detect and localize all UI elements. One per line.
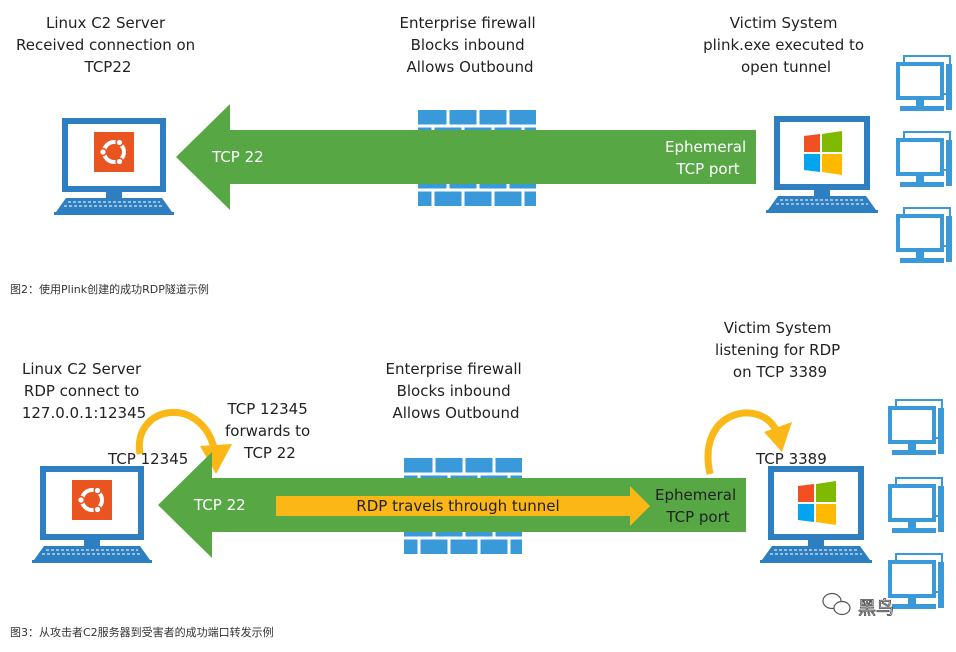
fig1-firewall-label-line: Enterprise firewall [399,14,535,32]
fig2-firewall-label-line: Allows Outbound [392,404,519,422]
watermark: 黑鸟 [822,592,894,619]
fig1-victim-label-line: plink.exe executed to [703,36,864,54]
fig2-victim-label: Victim System listening for RDP on TCP 3… [715,319,845,381]
fig2-firewall-label-line: Blocks inbound [397,382,511,400]
watermark-text: 黑鸟 [858,598,894,619]
fig1-firewall-label-line: Allows Outbound [406,58,533,76]
fig2-loop-right-text: TCP 3389 [755,450,827,468]
fig1-arrow-left-text: TCP 22 [211,148,264,166]
wechat-icon [822,592,851,616]
fig1-server-label-line: Received connection on [16,36,195,54]
fig2-forward-label: TCP 12345 forwards to TCP 22 [225,400,315,462]
fig1-arrow-right-line: TCP port [675,160,739,178]
fig2-loop-arrow-left [135,409,218,455]
fig2-loop-arrowhead-left [200,444,232,474]
fig2-arrow-right-line: Ephemeral [655,486,736,504]
client-monitor-icon [887,477,945,534]
fig2-victim-label-line: listening for RDP [715,341,840,359]
fig1-server-label-line: TCP22 [84,58,132,76]
fig2-arrow-right-text: Ephemeral TCP port [655,486,741,526]
fig1-server-label: Linux C2 Server Received connection on T… [16,14,200,76]
fig1-firewall-label-line: Blocks inbound [411,36,525,54]
fig1-caption: 图2：使用Plink创建的成功RDP隧道示例 [10,282,209,296]
fig1-server-label-line: Linux C2 Server [46,14,166,32]
windows-monitor-icon [759,465,873,564]
fig1-arrow-right-line: Ephemeral [665,138,746,156]
fig1-victim-label: Victim System plink.exe executed to open… [703,14,869,76]
client-monitor-icon [895,207,953,264]
fig1-victim-label-line: Victim System [730,14,838,32]
fig2-forward-label-line: TCP 12345 [226,400,307,418]
figure-1: Linux C2 Server Received connection on T… [10,14,953,296]
figure-2: Linux C2 Server RDP connect to 127.0.0.1… [10,319,945,639]
fig2-loop-arrowhead-right [764,422,792,452]
linux-monitor-icon [30,464,154,565]
windows-monitor-icon [765,115,879,214]
fig2-arrow-left-text: TCP 22 [193,496,246,514]
fig2-forward-label-line: forwards to [225,422,310,440]
fig2-loop-arrow-right [704,409,780,475]
fig2-forward-label-line: TCP 22 [243,444,296,462]
fig2-victim-label-line: Victim System [724,319,832,337]
fig2-tunnel-text: RDP travels through tunnel [356,497,559,515]
linux-monitor-icon [52,116,176,217]
fig1-green-arrow [176,104,756,210]
fig1-firewall-label: Enterprise firewall Blocks inbound Allow… [399,14,540,76]
fig2-server-label-line: 127.0.0.1:12345 [22,404,146,422]
client-monitor-icon [895,55,953,112]
fig1-victim-label-line: open tunnel [741,58,831,76]
client-monitor-icon [887,399,945,456]
fig2-tunnel-arrow [276,486,650,526]
fig2-firewall-label-line: Enterprise firewall [385,360,521,378]
fig2-server-label-line: Linux C2 Server [22,360,142,378]
fig2-firewall-label: Enterprise firewall Blocks inbound Allow… [385,360,526,422]
fig1-arrow-right-text: Ephemeral TCP port [665,138,751,178]
client-monitor-icon [895,131,953,188]
fig2-victim-label-line: on TCP 3389 [733,363,827,381]
fig2-loop-left-text: TCP 12345 [107,450,188,468]
fig2-server-label: Linux C2 Server RDP connect to 127.0.0.1… [22,360,146,422]
fig2-arrow-right-line: TCP port [665,508,729,526]
fig2-caption: 图3：从攻击者C2服务器到受害者的成功端口转发示例 [10,625,274,639]
fig2-server-label-line: RDP connect to [24,382,139,400]
client-monitor-icon [887,553,945,610]
